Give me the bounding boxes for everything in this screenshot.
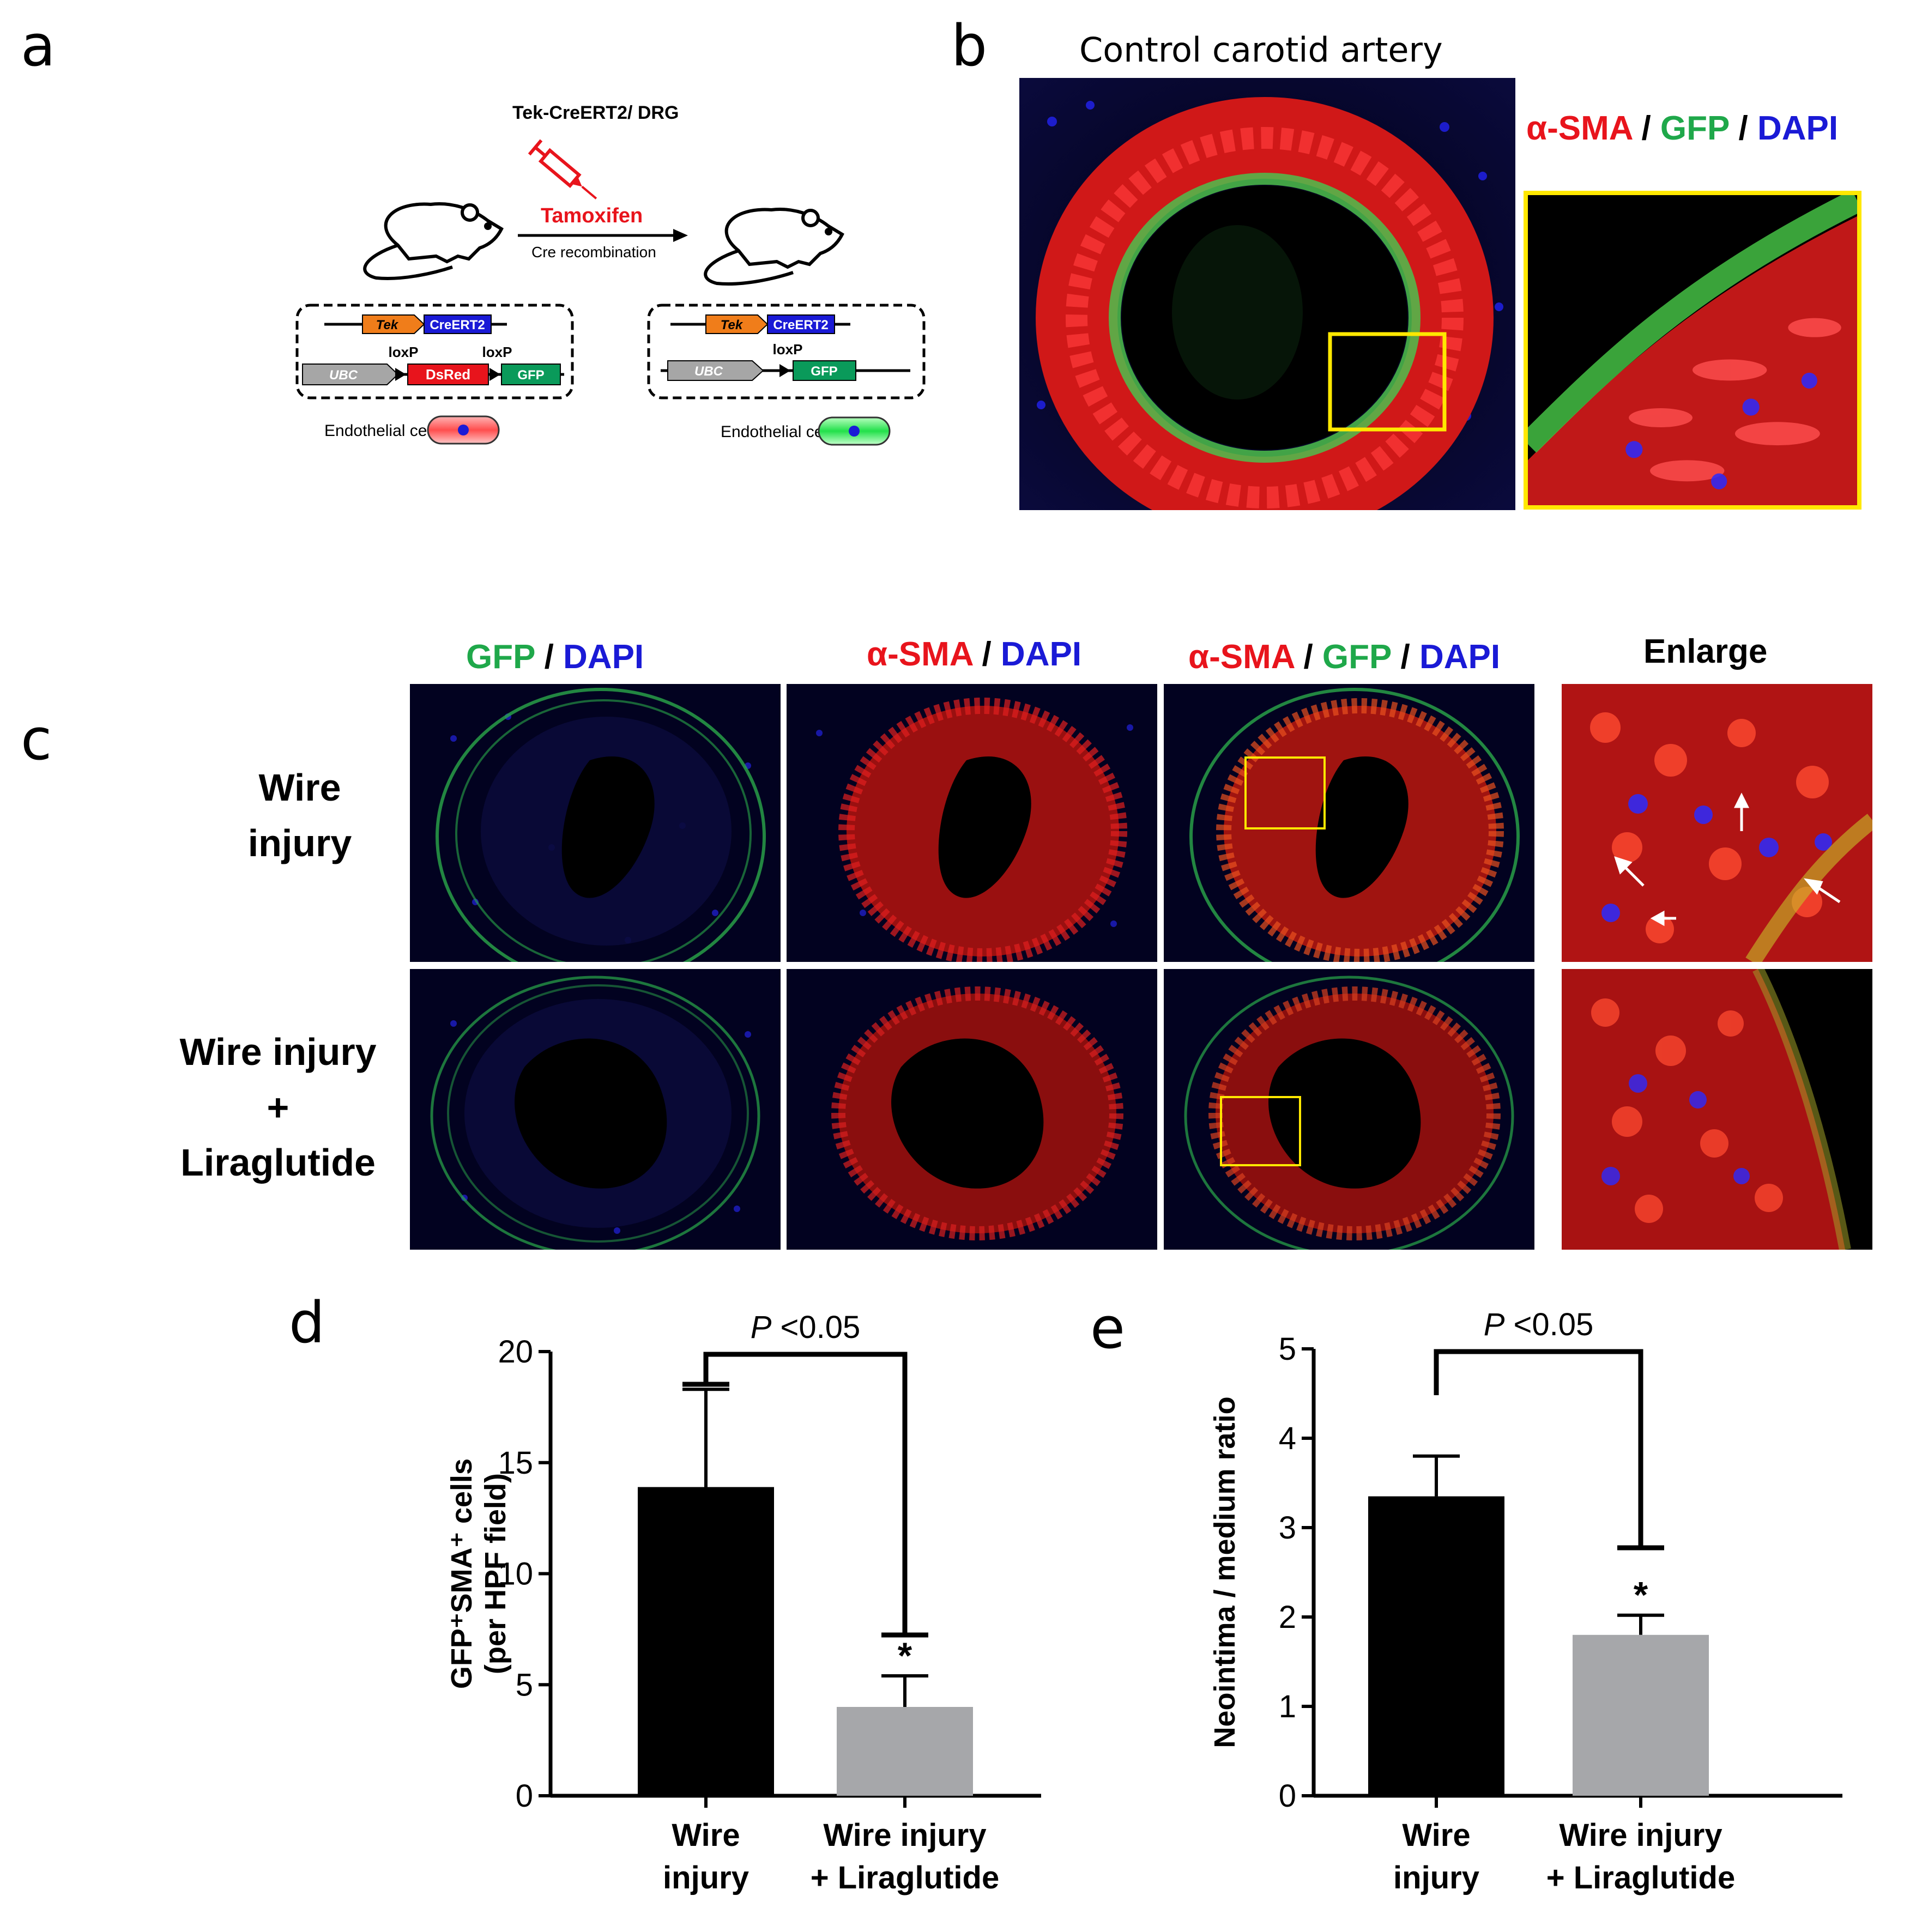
creert2-label-after: CreERT2 xyxy=(773,318,828,332)
tek-gene-box xyxy=(362,314,425,334)
cell-after-label: Endothelial cell xyxy=(721,423,831,441)
significance-bracket xyxy=(1434,1349,1643,1548)
p-value-symbol: P xyxy=(1484,1307,1505,1342)
creert2-gene-box xyxy=(424,314,492,334)
y-tick-label: 1 xyxy=(1279,1689,1296,1724)
micrograph-wire-merge xyxy=(1164,684,1534,962)
micrograph-wire-sma xyxy=(787,684,1157,962)
syringe-icon xyxy=(528,139,597,199)
p-value-label: P <0.05 xyxy=(1484,1307,1594,1342)
x-tick-label: + Liraglutide xyxy=(1546,1860,1735,1895)
dsred-gene-box xyxy=(407,364,489,385)
y-tick-label: 0 xyxy=(516,1778,533,1814)
gfp-gene-box xyxy=(501,364,561,385)
micrograph-lira-sma xyxy=(787,969,1157,1250)
ubc-promoter-box xyxy=(302,364,399,385)
y-tick-label: 5 xyxy=(1279,1331,1296,1367)
y-axis-label-line: Neointima / medium ratio xyxy=(1208,1396,1241,1748)
p-value-threshold: <0.05 xyxy=(1504,1307,1593,1342)
panel-label-a: a xyxy=(21,13,56,79)
tek-gene-box-after xyxy=(705,314,769,334)
ubc-label-after: UBC xyxy=(694,364,723,379)
process-label: Cre recombination xyxy=(531,244,656,261)
significance-star: * xyxy=(1634,1574,1648,1616)
strain-label: Tek-CreERT2/ DRG xyxy=(512,102,679,123)
x-tick-label: Wire xyxy=(672,1818,740,1853)
y-axis-label-line: GFP⁺SMA⁺ cells xyxy=(445,1458,478,1689)
bar-1 xyxy=(638,1487,774,1796)
y-tick-label: 3 xyxy=(1279,1510,1296,1546)
y-tick-label: 15 xyxy=(498,1445,533,1481)
micrograph-wire-gfp xyxy=(410,684,781,962)
y-tick-label: 4 xyxy=(1279,1421,1296,1456)
y-axis-label: GFP⁺SMA⁺ cells(per HPF field) xyxy=(445,1458,512,1689)
panel-label-b: b xyxy=(951,13,988,79)
column-header-sma-dapi: α-SMA / DAPI xyxy=(867,635,1082,673)
x-tick-label: injury xyxy=(1393,1860,1479,1895)
panel-b-title: Control carotid artery xyxy=(1079,30,1443,70)
loxp-label-2: loxP xyxy=(482,344,512,360)
row-label-liraglutide: Wire injury+Liraglutide xyxy=(179,1031,377,1184)
construct-after: Tek CreERT2 UBC loxP GFP xyxy=(647,304,926,399)
x-tick-label: + Liraglutide xyxy=(811,1860,999,1895)
p-value-label: P <0.05 xyxy=(751,1310,861,1345)
gfp-label: GFP xyxy=(517,368,544,383)
p-value-threshold: <0.05 xyxy=(771,1310,860,1345)
bar-2 xyxy=(1573,1634,1709,1796)
micrograph-lira-enlarge xyxy=(1562,969,1872,1250)
dsred-label: DsRed xyxy=(426,366,470,383)
creert2-gene-box-after xyxy=(767,314,835,334)
micrograph-wire-enlarge xyxy=(1562,684,1872,962)
y-axis-label: Neointima / medium ratio xyxy=(1208,1396,1241,1748)
gfp-gene-box-after xyxy=(793,360,856,381)
y-tick-label: 10 xyxy=(498,1556,533,1592)
control-artery-zoom-image xyxy=(1524,191,1861,510)
column-header-gfp-dapi: GFP / DAPI xyxy=(466,638,644,676)
construct-before: Tek CreERT2 UBC loxP DsRed loxP GFP xyxy=(295,304,574,399)
x-tick-label: Wire injury xyxy=(823,1818,986,1853)
creert2-label: CreERT2 xyxy=(430,318,485,332)
zoom-box-lira xyxy=(1220,1096,1301,1166)
column-header-merge: α-SMA / GFP / DAPI xyxy=(1188,638,1501,676)
micrograph-lira-gfp xyxy=(410,969,781,1250)
y-tick-label: 0 xyxy=(1279,1778,1296,1814)
loxp-label-after: loxP xyxy=(773,341,803,358)
arrow-markers xyxy=(1614,792,1841,926)
schematic-diagram: Tek-CreERT2/ DRG Tamoxifen Cre recombina… xyxy=(295,102,926,446)
micrograph-lira-merge xyxy=(1164,969,1534,1250)
control-artery-image xyxy=(1019,78,1515,510)
x-tick-label: injury xyxy=(663,1860,749,1895)
tek-label: Tek xyxy=(376,318,399,332)
y-tick-label: 2 xyxy=(1279,1600,1296,1635)
ubc-promoter-box-after xyxy=(667,360,764,381)
column-header-enlarge: Enlarge xyxy=(1643,633,1768,670)
panel-b-stain-legend: α-SMA / GFP / DAPI xyxy=(1526,110,1839,147)
p-value-symbol: P xyxy=(751,1310,772,1345)
y-tick-label: 5 xyxy=(516,1667,533,1703)
tek-label-after: Tek xyxy=(721,318,744,332)
gfp-label-after: GFP xyxy=(811,364,837,379)
zoom-box-b xyxy=(1328,332,1447,432)
panel-label-c: c xyxy=(21,706,52,773)
panel-label-d: d xyxy=(289,1289,325,1356)
injection-label: Tamoxifen xyxy=(541,204,643,227)
zoom-box-wire xyxy=(1244,756,1326,829)
cell-before-label: Endothelial cell xyxy=(324,422,434,440)
significance-star: * xyxy=(898,1635,912,1676)
bar-2 xyxy=(837,1707,973,1796)
y-axis-label-line: (per HPF field) xyxy=(479,1473,512,1674)
bar-1 xyxy=(1368,1496,1504,1796)
panel-label-e: e xyxy=(1090,1295,1125,1361)
x-tick-label: Wire injury xyxy=(1559,1818,1722,1853)
x-tick-label: Wire xyxy=(1402,1818,1470,1853)
significance-bracket xyxy=(703,1352,908,1635)
ubc-label: UBC xyxy=(329,368,358,383)
mouse-after-icon xyxy=(704,208,844,286)
y-tick-label: 20 xyxy=(498,1334,533,1370)
mouse-before-icon xyxy=(363,202,504,280)
loxp-label-1: loxP xyxy=(389,344,419,360)
